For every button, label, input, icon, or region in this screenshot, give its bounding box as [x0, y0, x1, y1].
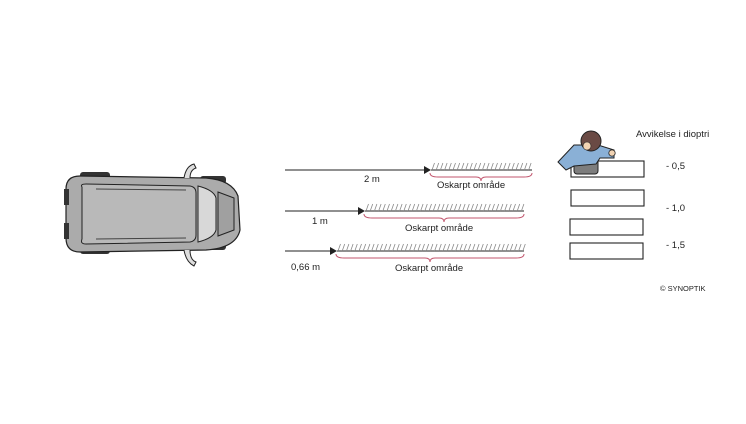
reading-card — [569, 218, 644, 236]
car-illustration — [64, 163, 241, 267]
distance-label: 1 m — [312, 216, 328, 227]
diopter-value: - 1,0 — [666, 203, 685, 214]
arrowhead — [424, 166, 431, 174]
copyright-label: © SYNOPTIK — [660, 284, 706, 293]
diopter-value: - 0,5 — [666, 161, 685, 172]
reading-card — [570, 189, 645, 207]
blur-hatching — [337, 243, 526, 252]
blur-hatching — [431, 162, 532, 171]
blur-area-label: Oskarpt område — [395, 263, 463, 274]
blur-brace — [363, 213, 525, 223]
diopter-value: - 1,5 — [666, 240, 685, 251]
blur-brace — [335, 253, 525, 263]
distance-label: 2 m — [364, 174, 380, 185]
blur-hatching — [365, 203, 525, 212]
arrowhead — [330, 247, 337, 255]
blur-area-label: Oskarpt område — [437, 180, 505, 191]
blur-area-label: Oskarpt område — [405, 223, 473, 234]
distance-rows: 2 m Oskarpt område - 0,5 1 m Oskarpt område -… — [285, 160, 685, 274]
distance-label: 0,66 m — [291, 262, 320, 273]
arrowhead — [358, 207, 365, 215]
deviation-title: Avvikelse i dioptri — [636, 129, 709, 140]
blur-brace — [429, 172, 533, 182]
person-illustration — [557, 130, 616, 175]
reading-card — [569, 242, 644, 260]
